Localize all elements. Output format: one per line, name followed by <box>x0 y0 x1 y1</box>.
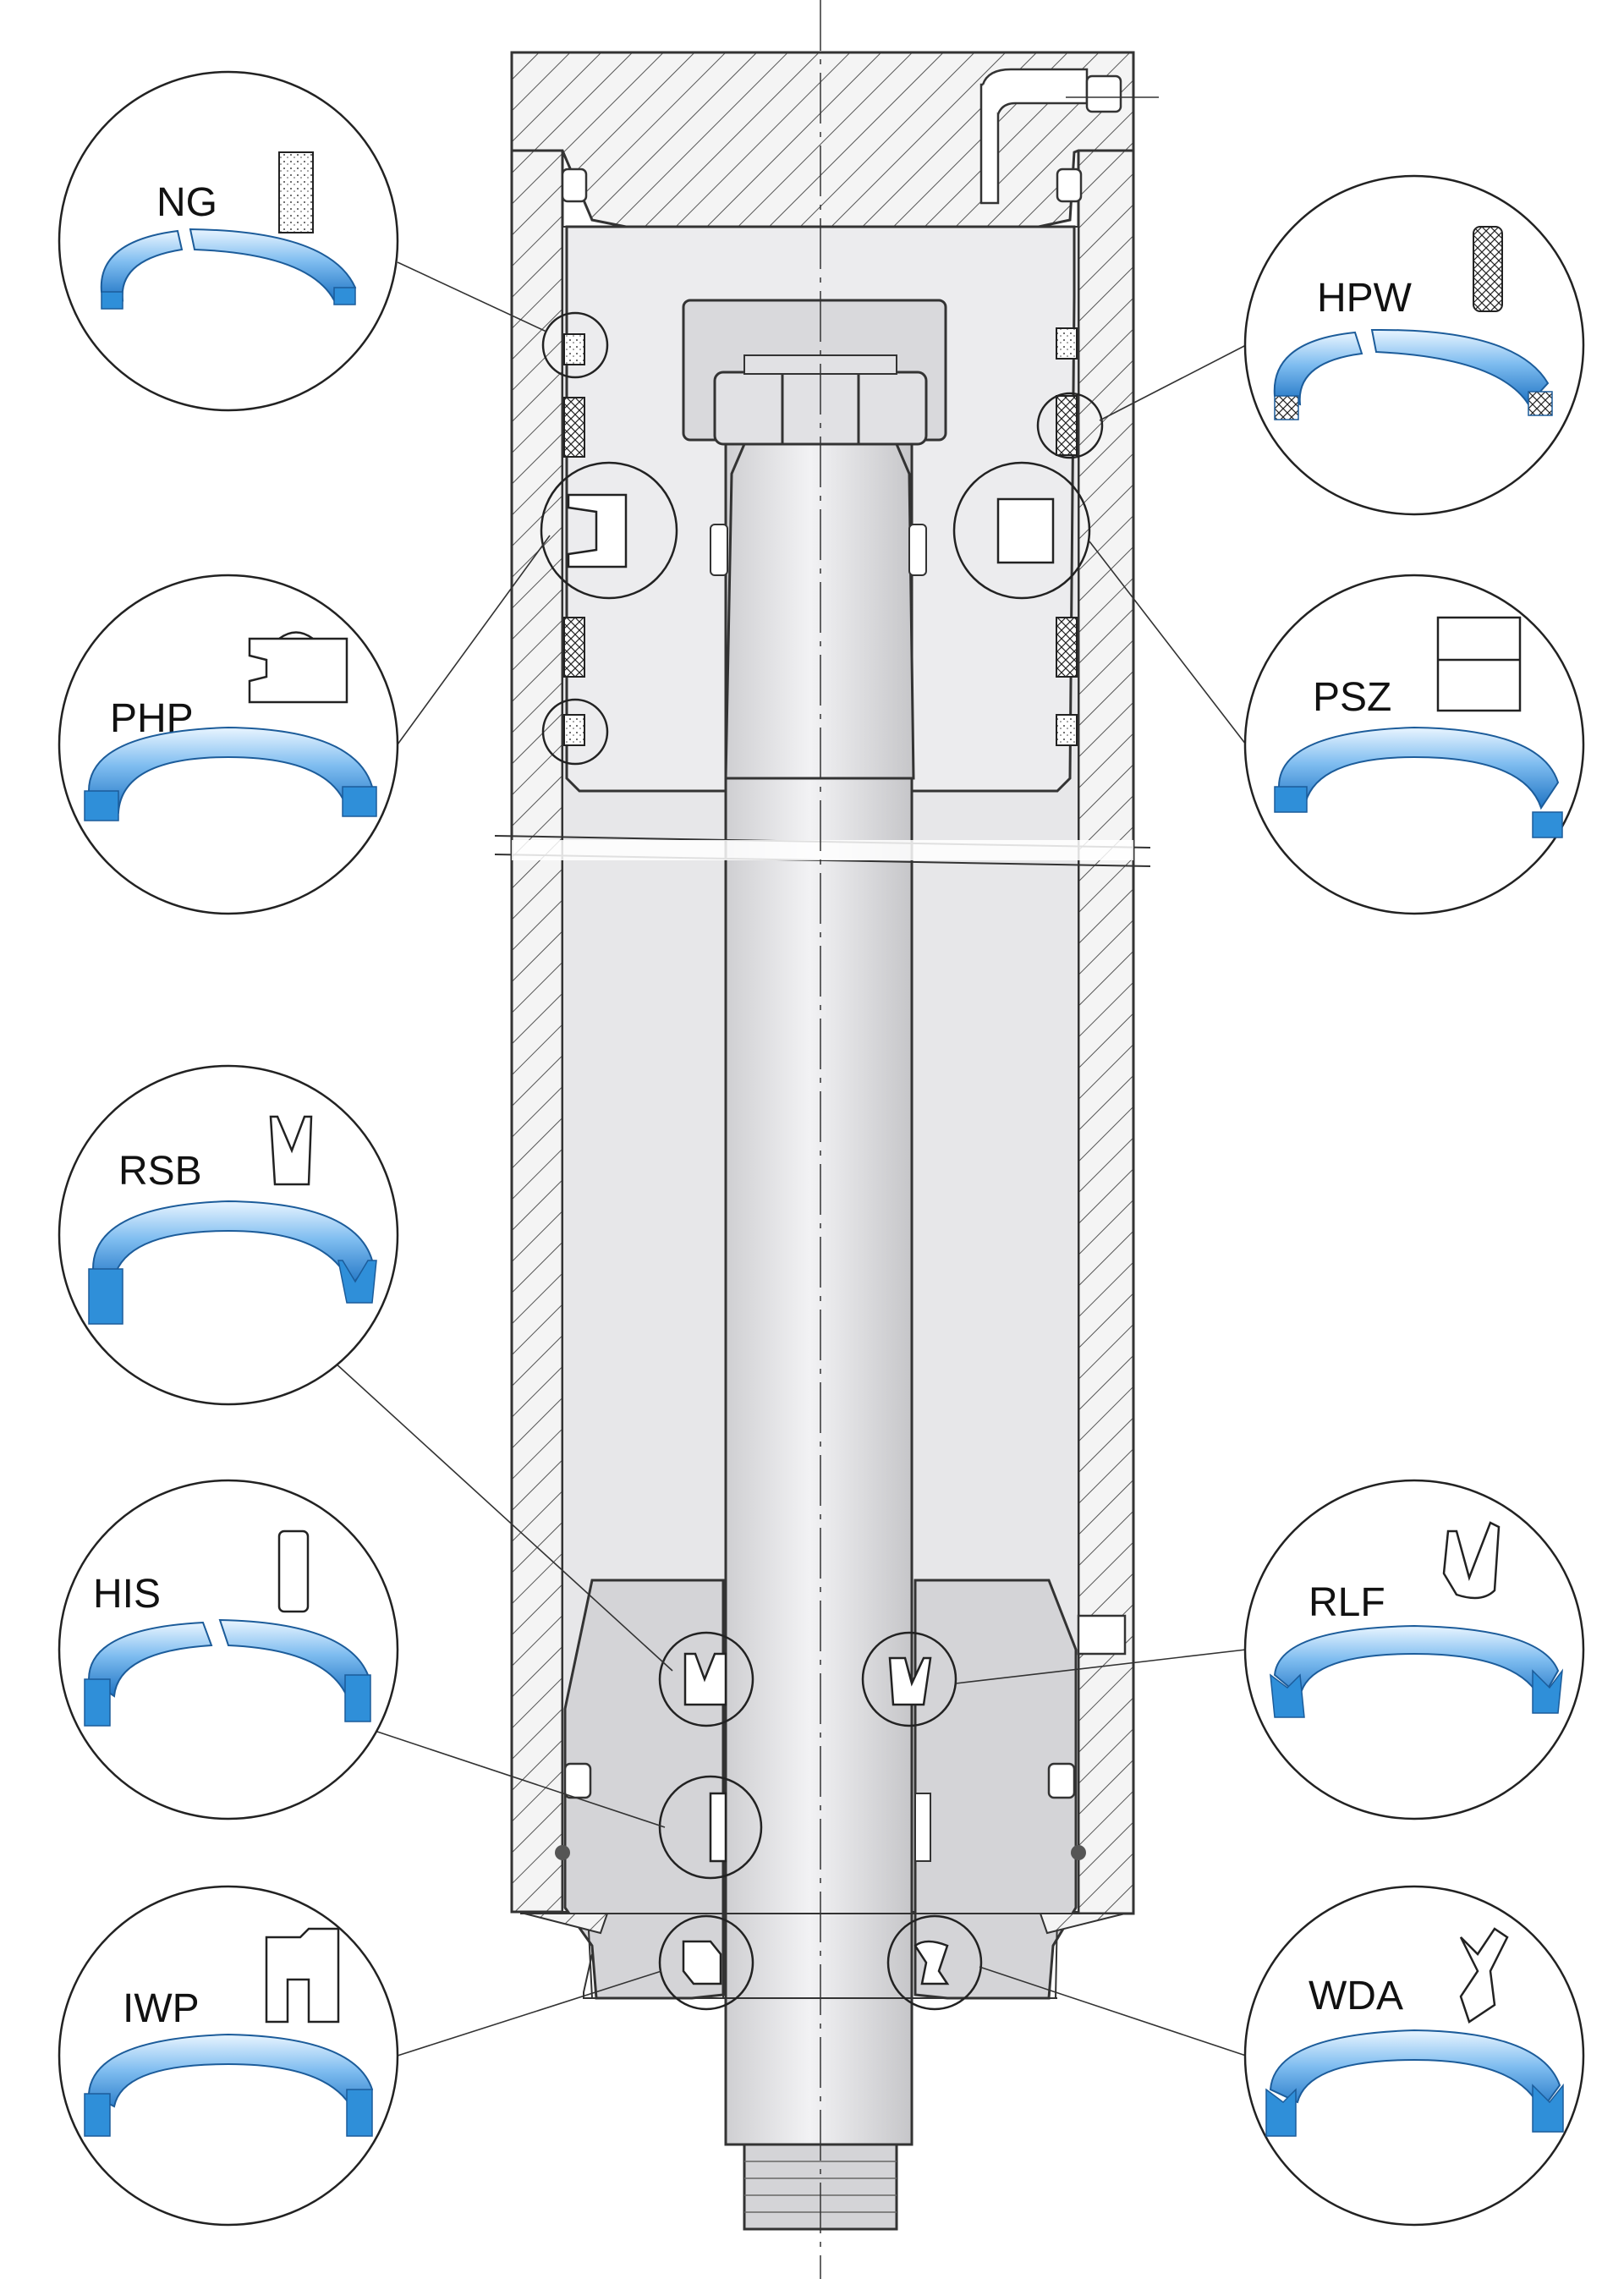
barrel-chamfer-right <box>1039 1913 1126 1935</box>
seal-profile-icon <box>269 1115 313 1186</box>
callout-rlf: RLF <box>1243 1479 1585 1820</box>
seal-ring-icon <box>1273 328 1553 420</box>
callout-rsb: RSB <box>58 1064 399 1406</box>
seal-profile-icon <box>278 151 314 233</box>
seal-ring-icon <box>88 1200 377 1325</box>
seal-ring-icon <box>1265 2029 1564 2137</box>
seal-ring-icon <box>1270 1624 1564 1718</box>
seal-ring-icon <box>100 228 357 310</box>
seal-profile-icon <box>1459 1927 1509 2024</box>
seal-profile-icon <box>1473 226 1503 312</box>
seal-ring-icon <box>84 1618 371 1727</box>
callout-php: PHP <box>58 574 399 915</box>
callout-wda: WDA <box>1243 1885 1585 2227</box>
seal-profile-icon <box>265 1927 340 2024</box>
detail-profile-sketches <box>567 493 1055 1985</box>
callout-his: HIS <box>58 1479 399 1820</box>
leader-lines <box>333 261 1247 2057</box>
seal-profile-icon <box>248 631 348 704</box>
seal-code-label: PSZ <box>1313 675 1391 720</box>
seal-profile-icon <box>277 1529 310 1613</box>
cylinder-assembly <box>494 0 1159 2279</box>
port-fitting <box>979 68 1159 205</box>
detail-markers <box>540 311 1104 2011</box>
seal-ring-icon <box>84 2033 374 2137</box>
seal-code-label: RLF <box>1309 1580 1385 1625</box>
seal-ring-icon <box>1274 726 1563 838</box>
gland-bottom-face <box>583 1953 724 1999</box>
seal-code-label: WDA <box>1309 1974 1403 2018</box>
callout-ng: NG <box>58 70 399 412</box>
seal-code-label: HIS <box>93 1572 161 1617</box>
barrel-chamfer-left <box>520 1913 609 1935</box>
bleed-screw <box>1077 1614 1127 1656</box>
callout-hpw: HPW <box>1243 174 1585 516</box>
seal-code-label: RSB <box>118 1149 202 1194</box>
rod-neck <box>724 442 915 780</box>
seal-code-label: HPW <box>1317 276 1413 321</box>
seal-code-label: NG <box>156 180 217 225</box>
seal-profile-icon <box>1436 616 1522 712</box>
cylinder-end-cap <box>510 51 1135 228</box>
callout-iwp: IWP <box>58 1885 399 2227</box>
bore-seals-right <box>1047 167 1086 1860</box>
seal-code-label: IWP <box>123 1986 200 2031</box>
callout-psz: PSZ <box>1243 574 1585 915</box>
seal-ring-icon <box>84 726 377 821</box>
seal-profile-icon <box>1442 1521 1501 1600</box>
